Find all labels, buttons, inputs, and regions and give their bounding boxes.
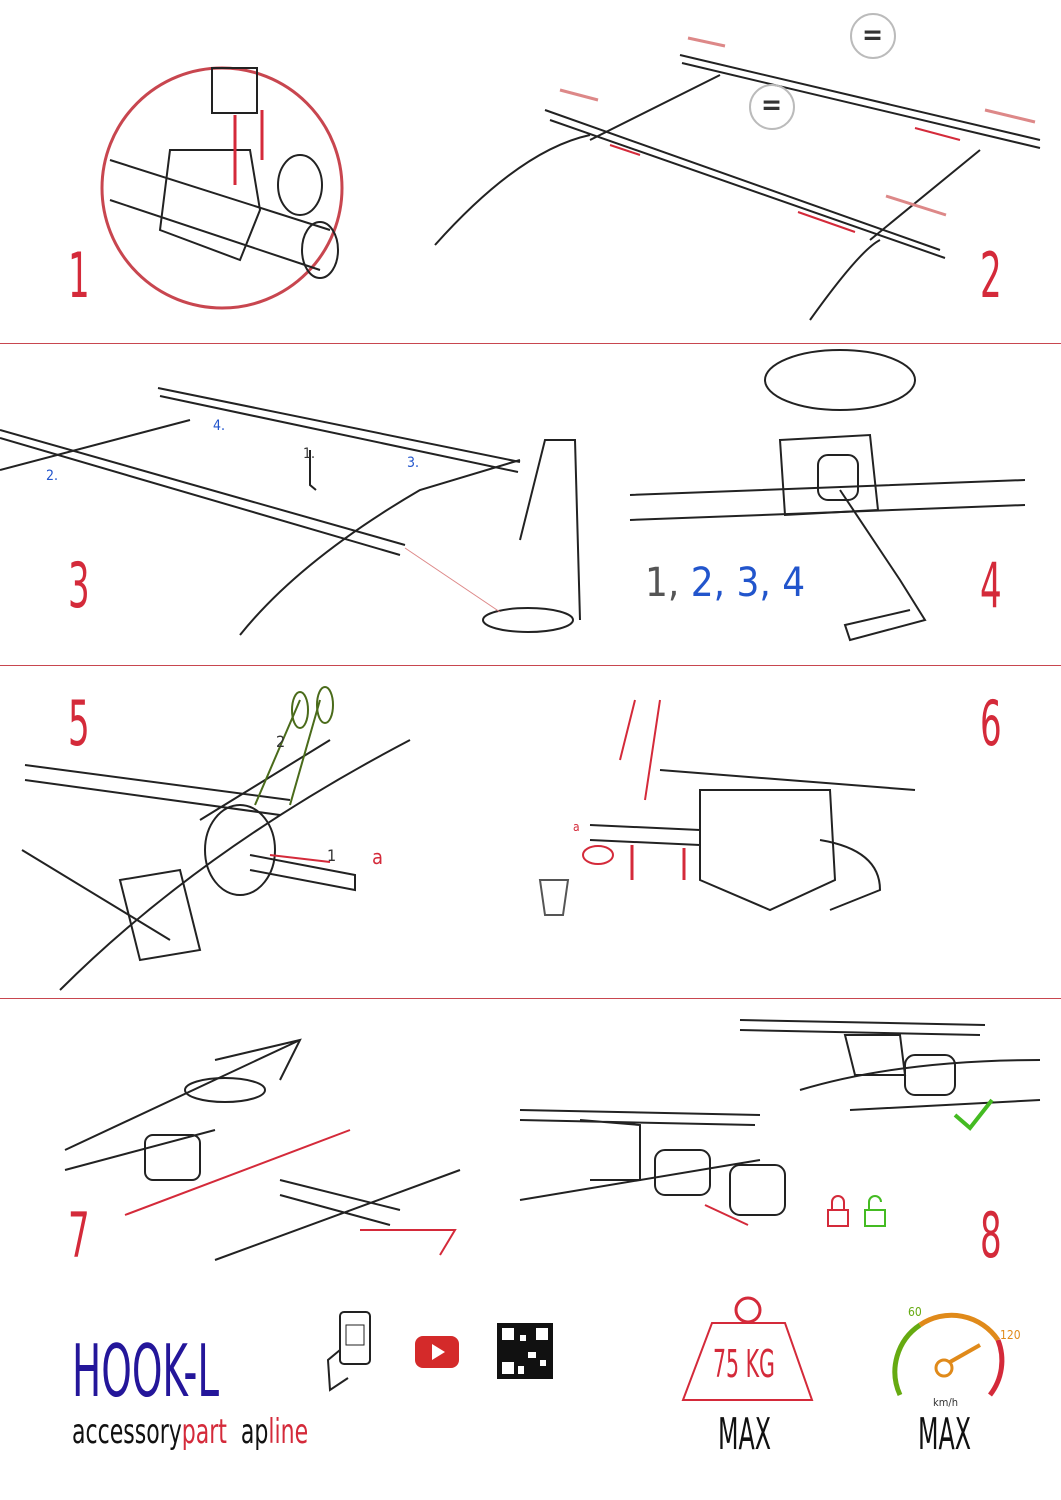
step-number-3: 3 [68, 549, 90, 622]
step-number-8: 8 [980, 1199, 1002, 1272]
step3-label-1: 1. [303, 446, 316, 462]
sequence-2: 2, [690, 560, 726, 606]
step-number-5: 5 [68, 687, 90, 760]
max-load: 75 KG [713, 1342, 775, 1386]
weight-icon [681, 1296, 814, 1401]
tightening-sequence: 1, 2, 3, 4 [645, 560, 805, 606]
step1-detail-illustration [100, 66, 344, 310]
brand-part: accessory [72, 1412, 182, 1452]
step5-cut-illustration [21, 686, 411, 991]
step-number-2: 2 [980, 239, 1002, 312]
step5-label-1: 1 [327, 846, 337, 865]
divider [0, 665, 1061, 666]
step-number-7: 7 [68, 1199, 90, 1272]
brand-part: part [181, 1412, 227, 1452]
brand-name: accessorypart apline [72, 1415, 308, 1449]
step5-label-2: 2 [276, 732, 286, 751]
step3-bars-illustration [0, 387, 581, 636]
brand-part: line [268, 1412, 309, 1452]
max-speed-label: MAX [918, 1409, 972, 1460]
max-load-label: MAX [718, 1409, 772, 1460]
sequence-3: 3, [736, 560, 771, 606]
step5-label-a: a [372, 845, 384, 869]
speed-60-label: 60 [908, 1305, 922, 1319]
brand-part: ap [240, 1412, 269, 1452]
step6-label-a: a [573, 820, 580, 834]
youtube-icon [415, 1336, 459, 1368]
speed-120-label: 120 [1000, 1328, 1021, 1342]
step4-tighten-illustration [629, 349, 1026, 642]
step-number-6: 6 [980, 687, 1002, 760]
step-number-4: 4 [980, 549, 1002, 622]
step2-bars-illustration [434, 13, 1041, 321]
sequence-1: 1, [645, 560, 680, 606]
step3-label-4: 4. [213, 418, 226, 434]
step-number-1: 1 [68, 239, 90, 312]
step7-endcap-illustration [64, 1038, 461, 1261]
equal-sign: = [761, 88, 783, 121]
speed-unit: km/h [933, 1396, 958, 1409]
step3-label-2: 2. [46, 468, 59, 484]
phone-scan-icon [326, 1311, 371, 1392]
divider [0, 998, 1061, 999]
product-name: HOOK-L [72, 1329, 220, 1413]
step3-label-3: 3. [407, 455, 420, 471]
step6-cut-illustration [538, 699, 916, 916]
equal-sign: = [862, 18, 884, 51]
sequence-4: 4 [782, 560, 806, 606]
speedometer-icon [892, 1312, 1005, 1397]
step8-lock-illustration [519, 1019, 1041, 1227]
qr-code-icon [497, 1323, 553, 1379]
divider [0, 343, 1061, 344]
